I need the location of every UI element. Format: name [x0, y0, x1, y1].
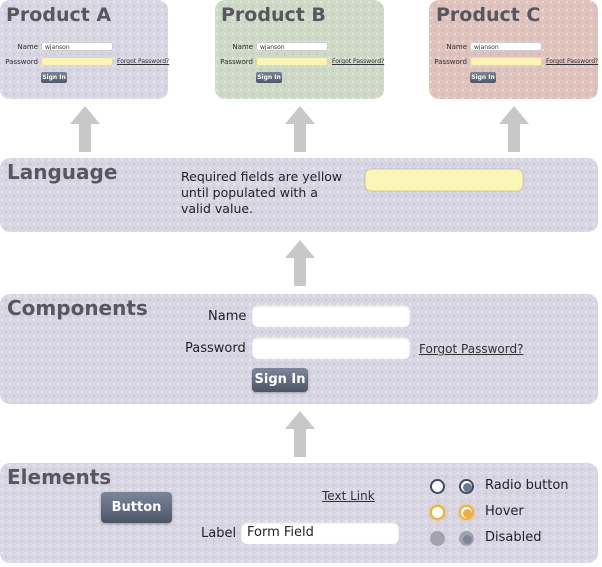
required-field-sample — [365, 169, 523, 191]
radio-dot-icon — [463, 535, 472, 544]
product-a-password-label: Password — [5, 58, 38, 66]
radio-button-selected[interactable] — [459, 479, 474, 494]
product-c-forgot-link[interactable]: Forgot Password? — [546, 58, 599, 65]
arrow-up-icon — [499, 106, 529, 152]
radio-button-label: Radio button — [485, 478, 569, 493]
product-c-name-label: Name — [446, 43, 467, 51]
components-title: Components — [7, 296, 148, 320]
product-b-signin-button[interactable]: Sign In — [256, 72, 282, 83]
language-title: Language — [7, 160, 118, 184]
product-b-title: Product B — [221, 4, 326, 26]
radio-dot-icon — [463, 483, 472, 492]
radio-disabled-label: Disabled — [485, 530, 542, 545]
components-password-label: Password — [185, 341, 246, 356]
language-panel: Language Required fields are yellow unti… — [0, 158, 598, 232]
components-forgot-password-link[interactable]: Forgot Password? — [419, 342, 524, 356]
product-b-forgot-link[interactable]: Forgot Password? — [332, 58, 385, 65]
product-c-signin-button[interactable]: Sign In — [470, 72, 496, 83]
radio-hover-selected[interactable] — [459, 505, 474, 520]
sample-field-label: Label — [201, 526, 237, 541]
arrow-up-icon — [285, 106, 315, 152]
product-a-password-input[interactable] — [41, 57, 113, 66]
radio-disabled-selected — [459, 531, 474, 546]
product-c-panel: Product C Name wjanson Password Forgot P… — [429, 0, 598, 99]
radio-hover-label: Hover — [485, 504, 524, 519]
product-a-forgot-link[interactable]: Forgot Password? — [117, 58, 170, 65]
radio-hover-unselected[interactable] — [430, 505, 445, 520]
components-signin-button[interactable]: Sign In — [252, 368, 308, 392]
product-a-title: Product A — [6, 4, 112, 26]
product-a-signin-button[interactable]: Sign In — [41, 72, 67, 83]
product-b-password-label: Password — [220, 58, 253, 66]
components-panel: Components Name Password Forgot Password… — [0, 294, 598, 404]
sample-form-field[interactable]: Form Field — [241, 522, 399, 544]
product-b-password-input[interactable] — [256, 57, 328, 66]
sample-text-link[interactable]: Text Link — [322, 489, 375, 503]
product-a-name-input[interactable]: wjanson — [41, 42, 113, 51]
product-c-title: Product C — [436, 4, 541, 26]
product-c-password-input[interactable] — [470, 57, 542, 66]
product-a-name-label: Name — [17, 43, 38, 51]
components-password-input[interactable] — [252, 337, 410, 359]
product-b-panel: Product B Name wjanson Password Forgot P… — [215, 0, 384, 99]
product-c-name-input[interactable]: wjanson — [470, 42, 542, 51]
components-name-input[interactable] — [252, 305, 410, 327]
elements-title: Elements — [7, 465, 112, 489]
radio-button-unselected[interactable] — [430, 479, 445, 494]
arrow-up-icon — [70, 106, 100, 152]
radio-disabled-unselected — [430, 531, 445, 546]
product-c-password-label: Password — [434, 58, 467, 66]
radio-dot-icon — [463, 509, 472, 518]
arrow-up-icon — [285, 411, 315, 457]
product-a-panel: Product A Name wjanson Password Forgot P… — [0, 0, 170, 99]
product-b-name-input[interactable]: wjanson — [256, 42, 328, 51]
language-description: Required fields are yellow until populat… — [181, 169, 343, 216]
product-b-name-label: Name — [232, 43, 253, 51]
sample-button[interactable]: Button — [101, 492, 172, 523]
elements-panel: Elements Button Text Link Label Form Fie… — [0, 463, 598, 563]
components-name-label: Name — [208, 309, 247, 324]
arrow-up-icon — [285, 240, 315, 286]
